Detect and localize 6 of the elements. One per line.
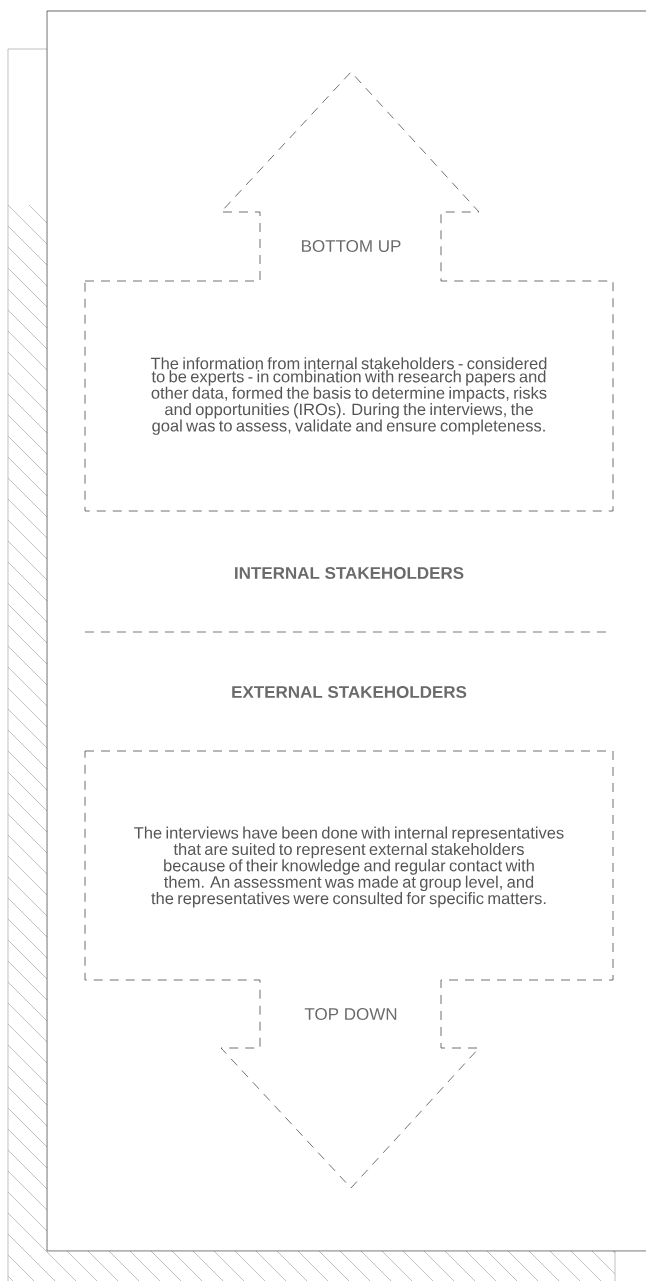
description-text: The interviews have been done with internal representatives that are suited to represent external stakeholders because of their knowledge and regular contact with them. An assessment was made at group level, and the representatives were consulted for specific matters.	[134, 826, 564, 908]
arrow-label: TOP DOWN	[304, 1008, 397, 1021]
arrow-label: BOTTOM UP	[302, 240, 401, 253]
section-heading: INTERNAL STAKEHOLDERS	[235, 567, 464, 580]
description-text: The information from internal stakeholders - considered to be experts - in combination with research papers and other data, formed the basis to determine impacts, risks and opportunities (IROs). During the interviews, the goal was to assess, validate and ensure completeness.	[150, 357, 547, 435]
section-heading: EXTERNAL STAKEHOLDERS	[232, 686, 467, 699]
